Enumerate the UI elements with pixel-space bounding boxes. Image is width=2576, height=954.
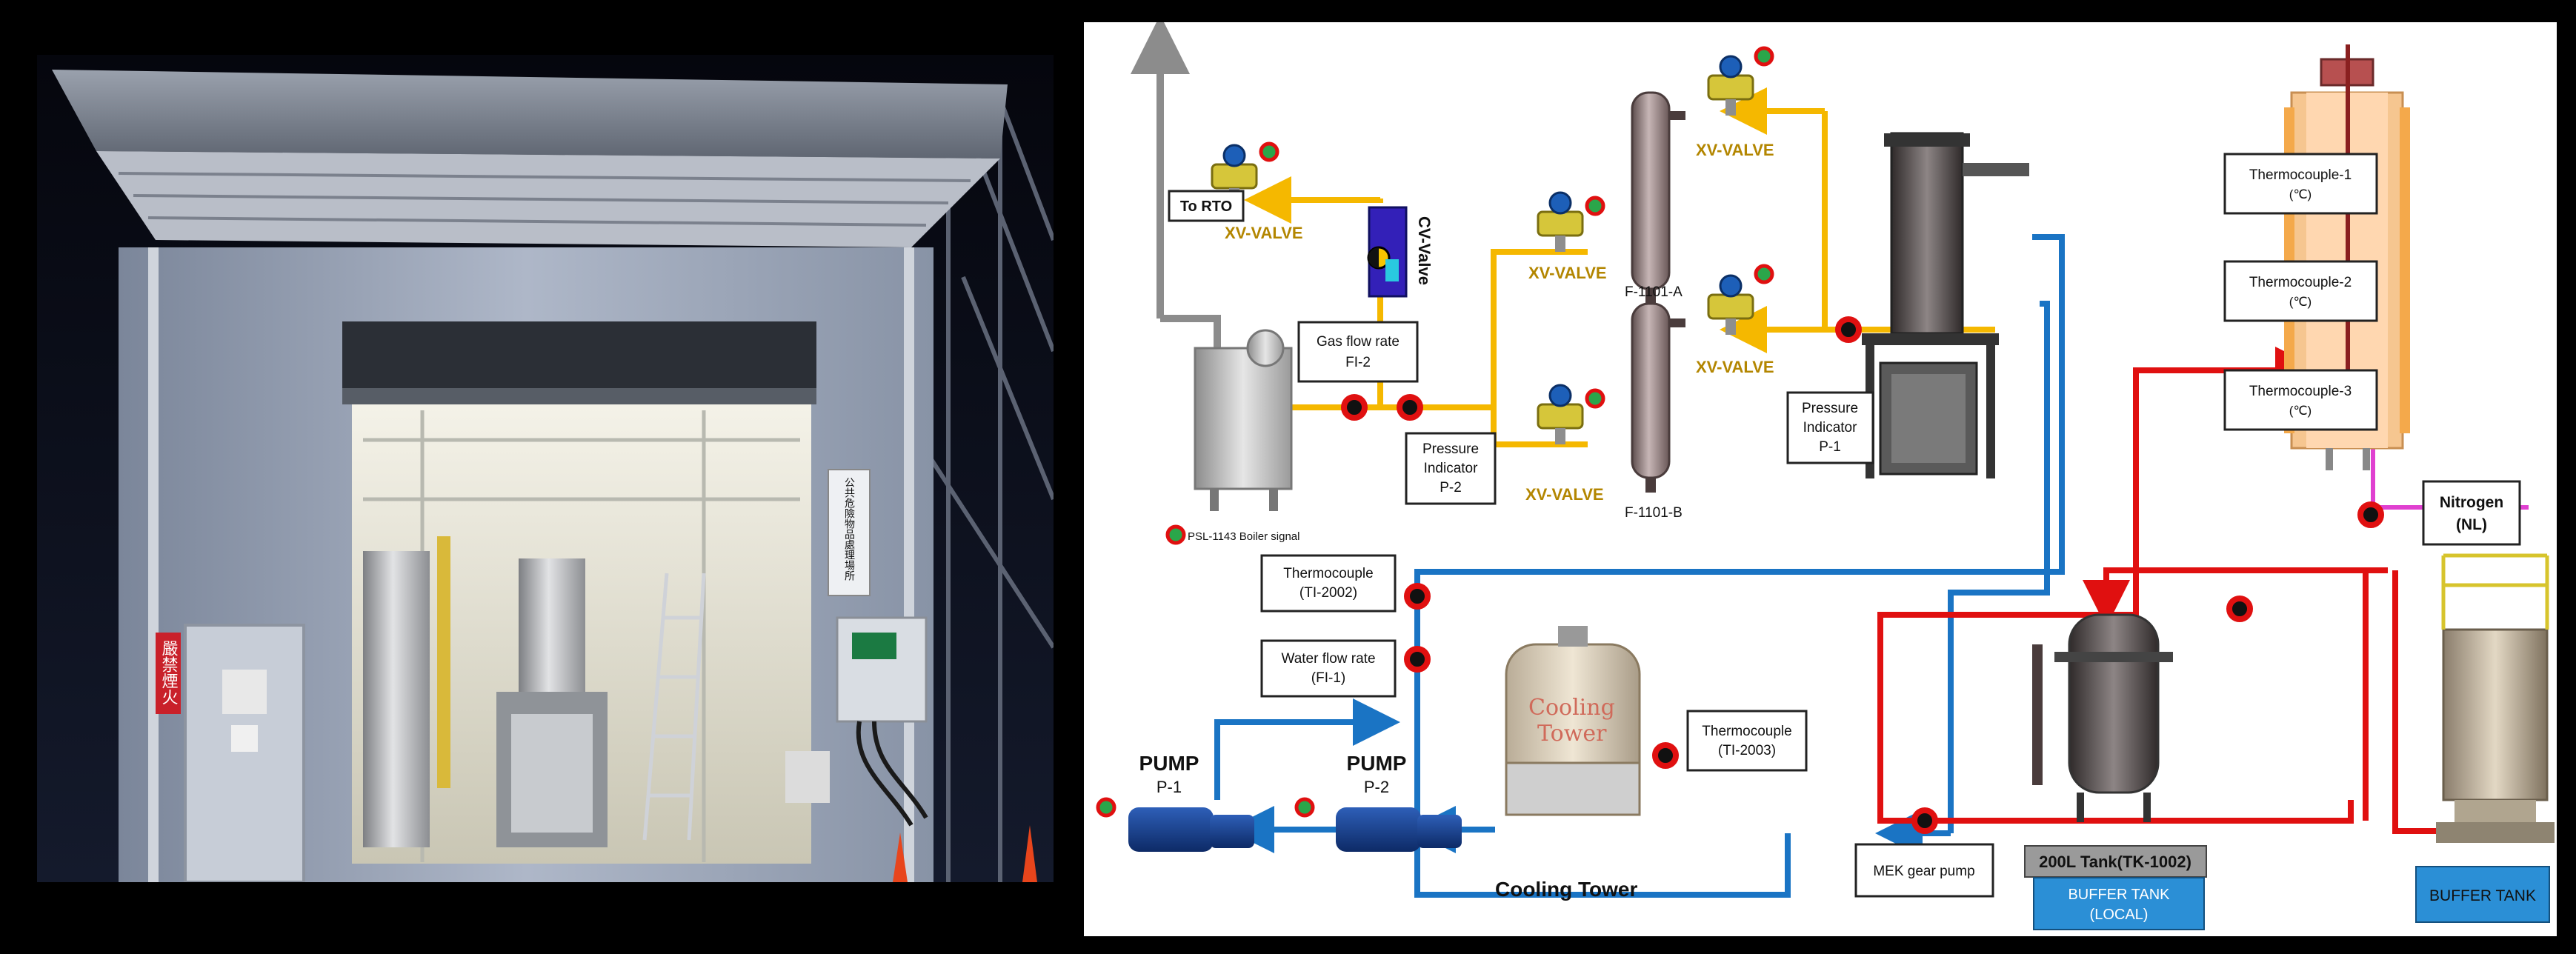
pressure-indicator-p2-line1: Pressure xyxy=(1422,441,1479,457)
thermocouple-2-line1: Thermocouple-2 xyxy=(2249,275,2352,290)
yellow-heater xyxy=(437,536,450,788)
tank-tk1002 xyxy=(2032,613,2173,822)
filter-f1101a xyxy=(1631,91,1685,304)
ladder xyxy=(642,573,706,841)
reactor-vessel xyxy=(519,558,585,692)
column-equipment xyxy=(363,551,430,847)
filter-a-label: F-1101-A xyxy=(1625,284,1683,300)
tank-label: 200L Tank(TK-1002) xyxy=(2039,853,2191,871)
xv-valve-lower-left xyxy=(1537,384,1605,444)
cooling-tower-body-line1: Cooling xyxy=(1528,695,1615,721)
no-fire-sign-text: 嚴禁煙火 xyxy=(159,640,179,705)
facility-photo: 嚴禁煙火 公共危險物品處理場所 xyxy=(37,55,1054,882)
thermocouple-ti2003-line1: Thermocouple xyxy=(1702,724,1791,739)
thermocouple-ti2003-line2: (TI-2003) xyxy=(1718,743,1776,758)
process-diagram-drawing: Cooling Tower xyxy=(1096,22,2555,930)
cooling-tower-label: Cooling Tower xyxy=(1495,878,1637,901)
pressure-indicator-p1-line3: P-1 xyxy=(1819,439,1841,455)
xv-valve-label-lr: XV-VALVE xyxy=(1696,358,1774,376)
facility-photo-drawing: 嚴禁煙火 公共危險物品處理場所 xyxy=(37,55,1054,882)
buffer-tank-local-line1: BUFFER TANK xyxy=(2068,887,2170,903)
xv-valve-upper-right xyxy=(1707,46,1774,116)
filter-b-label: F-1101-B xyxy=(1625,505,1683,521)
scaffold xyxy=(916,98,1054,882)
process-diagram: Cooling Tower xyxy=(1084,22,2557,936)
thermocouple-2-line2: (℃) xyxy=(2289,295,2312,309)
thermocouple-ti2002-line1: Thermocouple xyxy=(1283,566,1373,581)
mek-gear-pump-label: MEK gear pump xyxy=(1873,864,1974,879)
traffic-cone xyxy=(893,833,908,882)
canopy xyxy=(52,70,1008,159)
thermocouple-1-line1: Thermocouple-1 xyxy=(2249,167,2352,183)
xv-valve-to-rto xyxy=(1211,141,1279,204)
pressure-indicator-p2-line2: Indicator xyxy=(1424,461,1479,476)
buffer-tank-vessel xyxy=(2436,553,2555,843)
boiler-signal-label: PSL-1143 Boiler signal xyxy=(1188,530,1299,543)
thermocouple-3-line2: (℃) xyxy=(2289,404,2312,418)
reactor xyxy=(1862,132,2029,478)
pump-p1 xyxy=(1128,807,1254,852)
xv-valve-label-ur: XV-VALVE xyxy=(1696,141,1774,159)
shutter-housing xyxy=(342,321,816,396)
cv-valve xyxy=(1367,206,1408,298)
boiler xyxy=(1194,329,1293,511)
cv-valve-label: CV-Valve xyxy=(1415,216,1434,285)
pump-2-line2: P-2 xyxy=(1364,778,1389,796)
no-fire-sign xyxy=(156,633,181,714)
xv-valve-label-ll: XV-VALVE xyxy=(1525,485,1604,504)
pressure-indicator-p1-line2: Indicator xyxy=(1803,420,1858,436)
xv-valve-label-rto: XV-VALVE xyxy=(1225,224,1303,242)
vent-line xyxy=(1131,22,1221,348)
side-door xyxy=(184,624,305,882)
pump-1-line1: PUMP xyxy=(1139,752,1199,775)
pressure-indicator-p1-line1: Pressure xyxy=(1802,401,1858,416)
facility-sign-text: 公共危險物品處理場所 xyxy=(843,477,855,581)
gas-flow-rate-line2: FI-2 xyxy=(1345,355,1371,370)
buffer-tank-label: BUFFER TANK xyxy=(2429,887,2536,904)
sensor-dots xyxy=(1096,316,2384,834)
cooling-tower: Cooling Tower xyxy=(1505,626,1641,816)
gas-flow-rate-line1: Gas flow rate xyxy=(1317,334,1400,350)
pump-2-line1: PUMP xyxy=(1347,752,1407,775)
facility-sign xyxy=(828,469,871,596)
cooling-tower-body-line2: Tower xyxy=(1537,721,1607,747)
to-rto-label: To RTO xyxy=(1180,199,1232,215)
water-flow-rate-line1: Water flow rate xyxy=(1281,651,1375,667)
xv-valve-upper-left xyxy=(1537,191,1605,252)
pump-1-line2: P-1 xyxy=(1156,778,1182,796)
nitrogen-line1: Nitrogen xyxy=(2440,494,2503,511)
nitrogen-line2: (NL) xyxy=(2456,516,2487,533)
pressure-indicator-p2-line3: P-2 xyxy=(1440,480,1462,496)
buffer-tank-local-line2: (LOCAL) xyxy=(2090,907,2149,923)
thermocouple-3-line1: Thermocouple-3 xyxy=(2249,384,2352,399)
water-flow-rate-line2: (FI-1) xyxy=(1311,670,1345,686)
xv-valve-lower-right xyxy=(1707,264,1774,335)
xv-valve-label-ul: XV-VALVE xyxy=(1528,264,1607,282)
thermocouple-ti2002-line2: (TI-2002) xyxy=(1299,585,1357,601)
thermocouple-1-line2: (℃) xyxy=(2289,187,2312,201)
pump-p2 xyxy=(1336,807,1462,852)
filter-f1101b xyxy=(1631,302,1685,493)
traffic-cone xyxy=(1022,825,1037,882)
